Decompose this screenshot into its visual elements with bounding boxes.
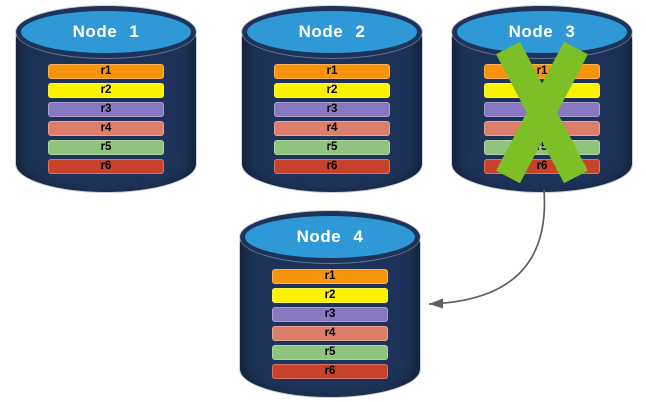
replica-r6: r6 — [272, 364, 388, 379]
replica-list: r1 r2 r3 r4 r5 r6 — [274, 64, 390, 174]
replica-r4: r4 — [48, 121, 164, 136]
replica-r4: r4 — [274, 121, 390, 136]
replica-r6: r6 — [274, 159, 390, 174]
cylinder-top — [452, 6, 632, 58]
node-label: Node 3 — [508, 22, 576, 41]
cylinder-top — [242, 6, 422, 58]
replica-r2: r2 — [48, 83, 164, 98]
replica-r3: r3 — [48, 102, 164, 117]
x-stroke — [496, 41, 588, 184]
replica-r2: r2 — [274, 83, 390, 98]
cylinder-top — [240, 211, 420, 263]
replica-r1: r1 — [48, 64, 164, 79]
replica-r3: r3 — [274, 102, 390, 117]
replica-list: r1 r2 r3 r4 r5 r6 — [272, 269, 388, 379]
replica-r5: r5 — [48, 140, 164, 155]
arrow-path — [428, 189, 546, 309]
replica-r5: r5 — [272, 345, 388, 360]
replica-r4: r4 — [272, 326, 388, 341]
node-label: Node 2 — [298, 22, 366, 41]
replica-r6: r6 — [48, 159, 164, 174]
node-label: Node 4 — [296, 227, 364, 246]
node-2-cylinder: Node 2 r1 r2 r3 r4 r5 r6 — [242, 6, 422, 192]
failure-x-icon — [496, 41, 588, 184]
replica-list: r1 r2 r3 r4 r5 r6 — [48, 64, 164, 174]
replica-r1: r1 — [272, 269, 388, 284]
node-1-cylinder: Node 1 r1 r2 r3 r4 r5 r6 — [16, 6, 196, 192]
cylinder-top — [16, 6, 196, 58]
node-3-cylinder: Node 3 r1 r2 r3 r4 r5 r6 — [452, 6, 632, 192]
replica-r3: r3 — [272, 307, 388, 322]
node-4-cylinder: Node 4 r1 r2 r3 r4 r5 r6 — [240, 211, 420, 397]
replica-r5: r5 — [274, 140, 390, 155]
replica-r2: r2 — [272, 288, 388, 303]
node-label: Node 1 — [72, 22, 140, 41]
replica-r1: r1 — [274, 64, 390, 79]
